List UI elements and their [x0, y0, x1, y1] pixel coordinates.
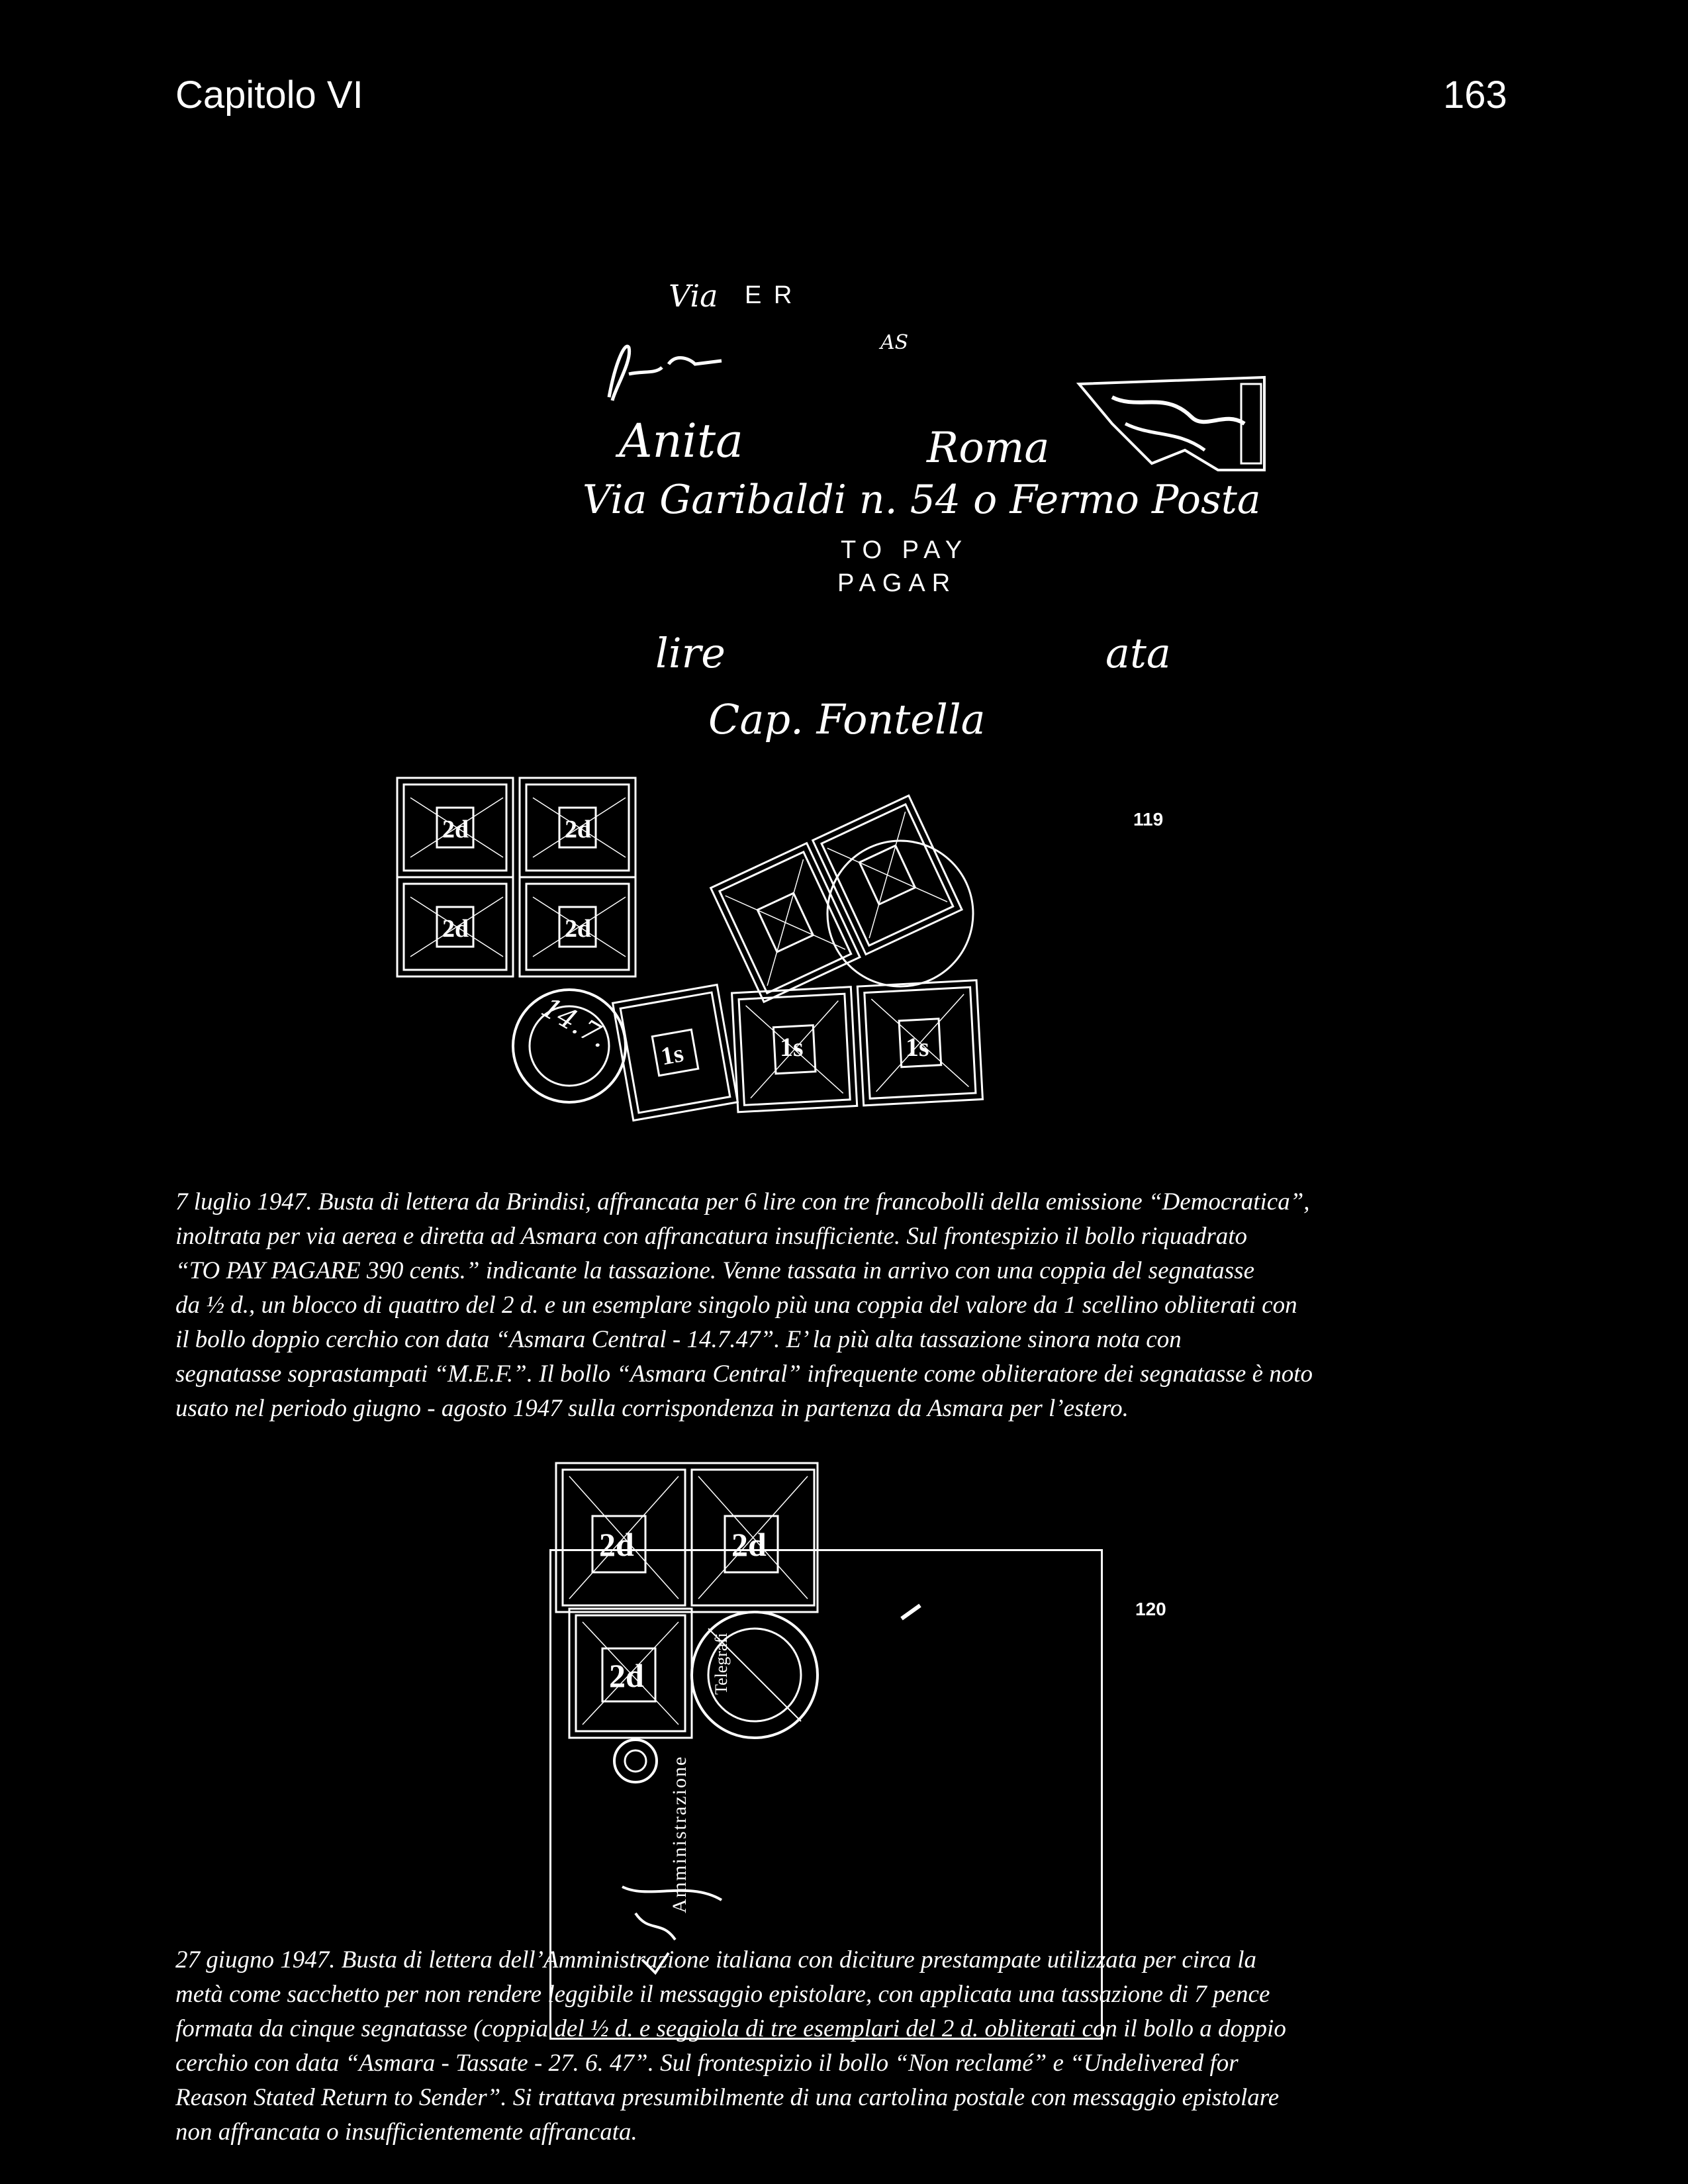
caption-119-line-1: 7 luglio 1947. Busta di lettera da Brind… — [175, 1188, 1310, 1215]
asmara-tassate-cancel-icon — [690, 1611, 819, 1739]
caption-120-line-3: formata da cinque segnatasse (coppia del… — [175, 2015, 1286, 2042]
figure-119: Via E R AS Anita Roma Via Garibaldi n. 5… — [175, 278, 1313, 1422]
caption-120: 27 giugno 1947. Busta di lettera dell’Am… — [175, 1943, 1559, 2150]
caption-119-line-6: segnatasse soprastampati “M.E.F.”. Il bo… — [175, 1360, 1313, 1388]
address-name: Anita — [619, 414, 743, 468]
svg-text:2d: 2d — [442, 915, 469, 943]
sender-name: Cap. Fontella — [708, 695, 986, 743]
caption-119: 7 luglio 1947. Busta di lettera da Brind… — [175, 1185, 1559, 1426]
address-via: Via — [669, 278, 718, 314]
postage-due-1s-stamp-icon: 1s — [611, 983, 739, 1122]
address-street: Via Garibaldi n. 54 o Fermo Posta — [583, 477, 1261, 523]
caption-119-line-7: usato nel periodo giugno - agosto 1947 s… — [175, 1395, 1129, 1422]
amount-lire: lire — [655, 629, 726, 677]
postage-due-1s-pair-icon: 1s 1s — [730, 979, 984, 1114]
svg-text:1s: 1s — [659, 1039, 686, 1070]
postage-due-2d-single-icon: 2d — [568, 1607, 693, 1739]
handwriting-scribble-1 — [607, 344, 722, 401]
envelope-outline — [549, 1549, 1103, 2040]
caption-119-line-5: il bollo doppio cerchio con data “Asmara… — [175, 1326, 1182, 1353]
svg-text:2d: 2d — [731, 1526, 767, 1563]
to-pay-handstamp-line1: TO PAY — [841, 536, 969, 564]
postage-due-2d-top-row-icon: 2d 2d — [555, 1462, 819, 1613]
asmara-central-cancel-icon — [512, 988, 627, 1104]
chapter-title: Capitolo VI — [175, 73, 363, 117]
postage-due-half-d-pair-icon — [709, 794, 974, 1004]
svg-text:1s: 1s — [906, 1032, 929, 1062]
page-number: 163 — [1443, 73, 1507, 117]
emblem-icon — [613, 1738, 658, 1783]
pen-mark-icon — [622, 1885, 723, 1975]
amount-ata: ata — [1105, 629, 1171, 677]
caption-119-line-2: inoltrata per via aerea e diretta ad Asm… — [175, 1223, 1248, 1250]
caption-120-line-6: non affrancata o insufficientemente affr… — [175, 2118, 637, 2146]
tick-mark-icon — [900, 1603, 921, 1621]
address-city: Roma — [927, 424, 1050, 473]
caption-120-line-1: 27 giugno 1947. Busta di lettera dell’Am… — [175, 1946, 1257, 1973]
svg-text:2d: 2d — [565, 915, 591, 943]
caption-120-line-5: Reason Stated Return to Sender”. Si trat… — [175, 2084, 1280, 2111]
caption-120-line-2: metà come sacchetto per non rendere legg… — [175, 1981, 1270, 2008]
svg-text:2d: 2d — [609, 1657, 644, 1694]
caption-120-line-4: cerchio con data “Asmara - Tassate - 27.… — [175, 2050, 1239, 2077]
caption-119-line-4: da ½ d., un blocco di quattro del 2 d. e… — [175, 1292, 1297, 1319]
figure-number-119: 119 — [1133, 809, 1164, 830]
svg-text:2d: 2d — [442, 816, 469, 843]
figure-number-120: 120 — [1135, 1599, 1166, 1619]
svg-text:1s: 1s — [780, 1032, 804, 1062]
svg-text:2d: 2d — [565, 816, 591, 843]
postage-due-2d-block-icon: 2d 2d 2d 2d — [396, 777, 637, 978]
caption-119-line-3: “TO PAY PAGARE 390 cents.” indicante la … — [175, 1257, 1255, 1284]
to-pay-handstamp-line2: PAGAR — [837, 569, 957, 597]
address-er: E R — [745, 281, 795, 309]
poste-italiane-stamp-icon — [1076, 375, 1266, 471]
svg-text:2d: 2d — [599, 1526, 634, 1563]
address-small-mark: AS — [880, 331, 909, 354]
vertical-telegrafi: Telegrafi — [712, 1633, 731, 1695]
